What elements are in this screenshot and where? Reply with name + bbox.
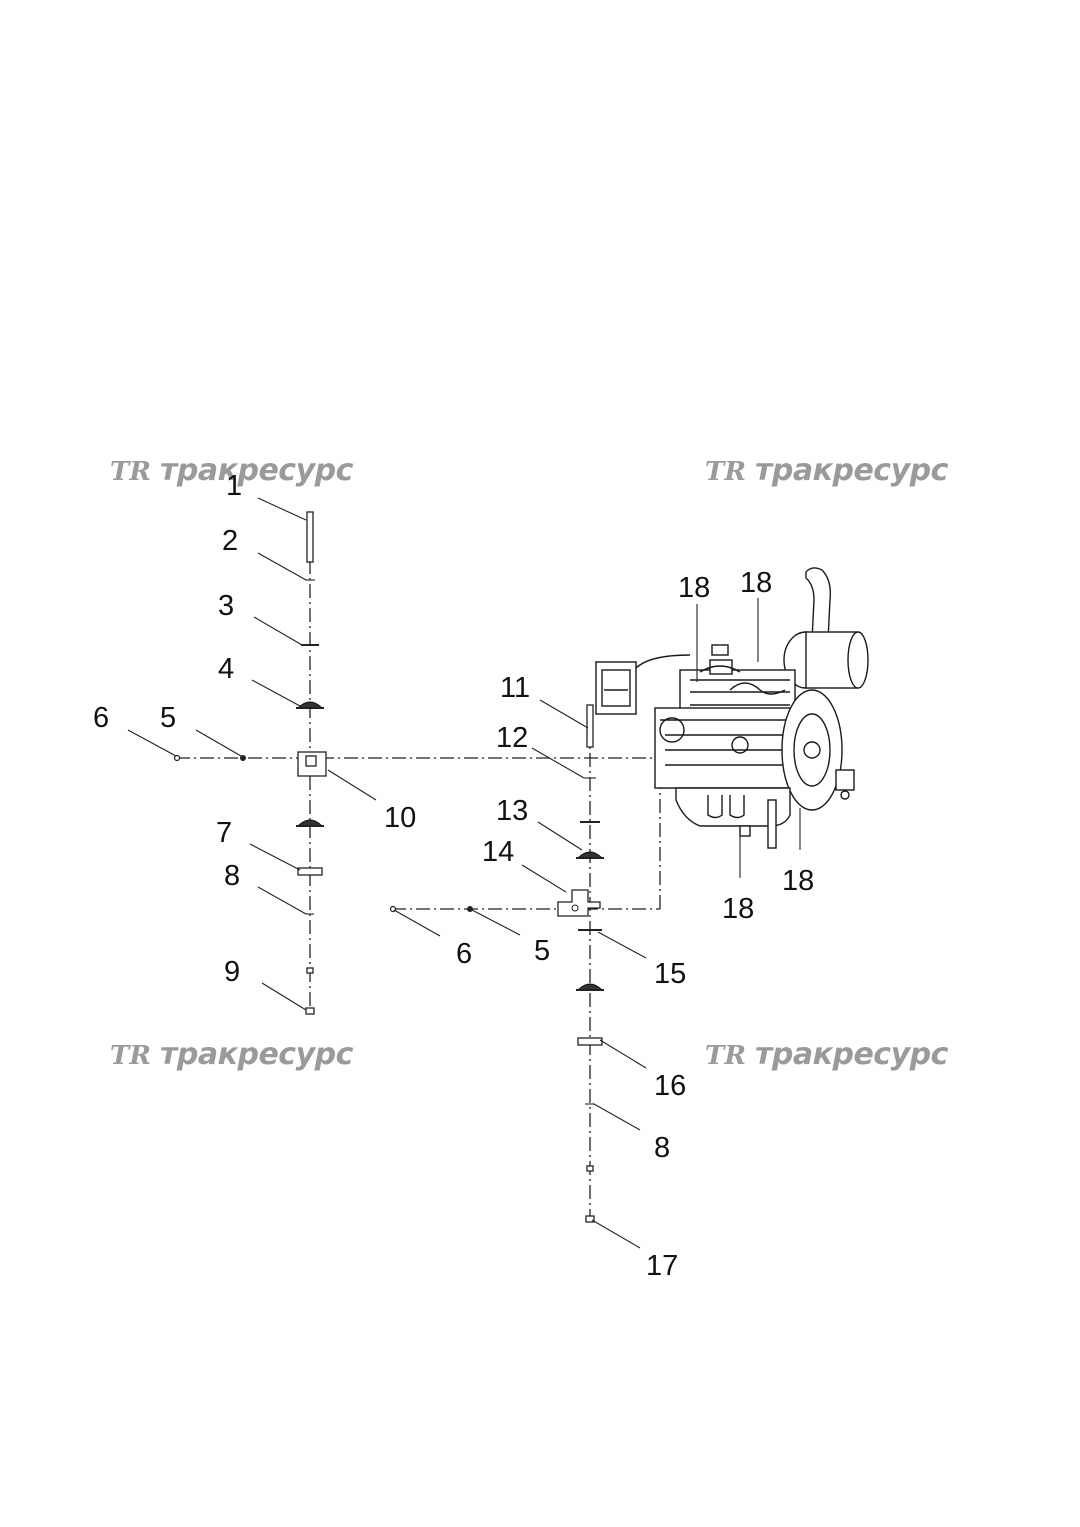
callout-4: 4 — [218, 653, 234, 685]
watermark-logo: TR — [110, 457, 151, 487]
watermark-bottom-left: TR тракресурс — [110, 1037, 354, 1072]
nut-part-5 — [467, 906, 473, 912]
callout-17: 17 — [646, 1250, 678, 1282]
callout-7: 7 — [216, 817, 232, 849]
watermark-logo: TR — [705, 1041, 746, 1071]
watermark-logo: TR — [705, 457, 746, 487]
callout-6-lower: 6 — [456, 938, 472, 970]
spacer-part-16 — [577, 1037, 603, 1046]
nut-part-5 — [240, 755, 246, 761]
callout-18-a: 18 — [678, 572, 710, 604]
watermark-text: тракресурс — [160, 453, 354, 488]
callout-11: 11 — [500, 672, 530, 704]
bracket-part-14 — [557, 889, 601, 917]
bolt-part-6 — [173, 754, 181, 762]
callout-labels: 1 2 3 4 6 5 10 7 8 9 11 12 13 14 6 5 15 … — [93, 470, 814, 1282]
nut-part-17 — [585, 1215, 595, 1223]
callout-3: 3 — [218, 590, 234, 622]
callout-9: 9 — [224, 956, 240, 988]
callout-2: 2 — [222, 525, 238, 557]
watermark-top-left: TR тракресурс — [110, 453, 354, 488]
callout-8-left: 8 — [224, 860, 240, 892]
callout-leaders — [127, 497, 801, 1249]
callout-1: 1 — [226, 470, 242, 502]
callout-5-left: 5 — [160, 702, 176, 734]
watermark-text: тракресурс — [160, 1037, 354, 1072]
watermark-text: тракресурс — [755, 1037, 949, 1072]
callout-12: 12 — [496, 722, 528, 754]
watermark-bottom-right: TR тракресурс — [705, 1037, 949, 1072]
left-mount-stack — [173, 511, 327, 1015]
callout-18-c: 18 — [722, 893, 754, 925]
callout-16: 16 — [654, 1070, 686, 1102]
callout-6-left: 6 — [93, 702, 109, 734]
callout-13: 13 — [496, 795, 528, 827]
bolt-part-1 — [306, 511, 314, 563]
watermark-logo: TR — [110, 1041, 151, 1071]
spacer-part-7 — [297, 867, 323, 876]
right-mount-stack — [389, 704, 604, 1223]
callout-18-b: 18 — [740, 567, 772, 599]
callout-8-lower: 8 — [654, 1132, 670, 1164]
watermark-text: тракресурс — [755, 453, 949, 488]
callout-5-lower: 5 — [534, 935, 550, 967]
engine-assembly — [595, 567, 869, 849]
bolt-part-11 — [586, 704, 594, 748]
watermark-top-right: TR тракресурс — [705, 453, 949, 488]
callout-18-d: 18 — [782, 865, 814, 897]
nut-part-9 — [305, 1007, 315, 1015]
callout-15: 15 — [654, 958, 686, 990]
callout-14: 14 — [482, 836, 514, 868]
callout-10: 10 — [384, 802, 416, 834]
